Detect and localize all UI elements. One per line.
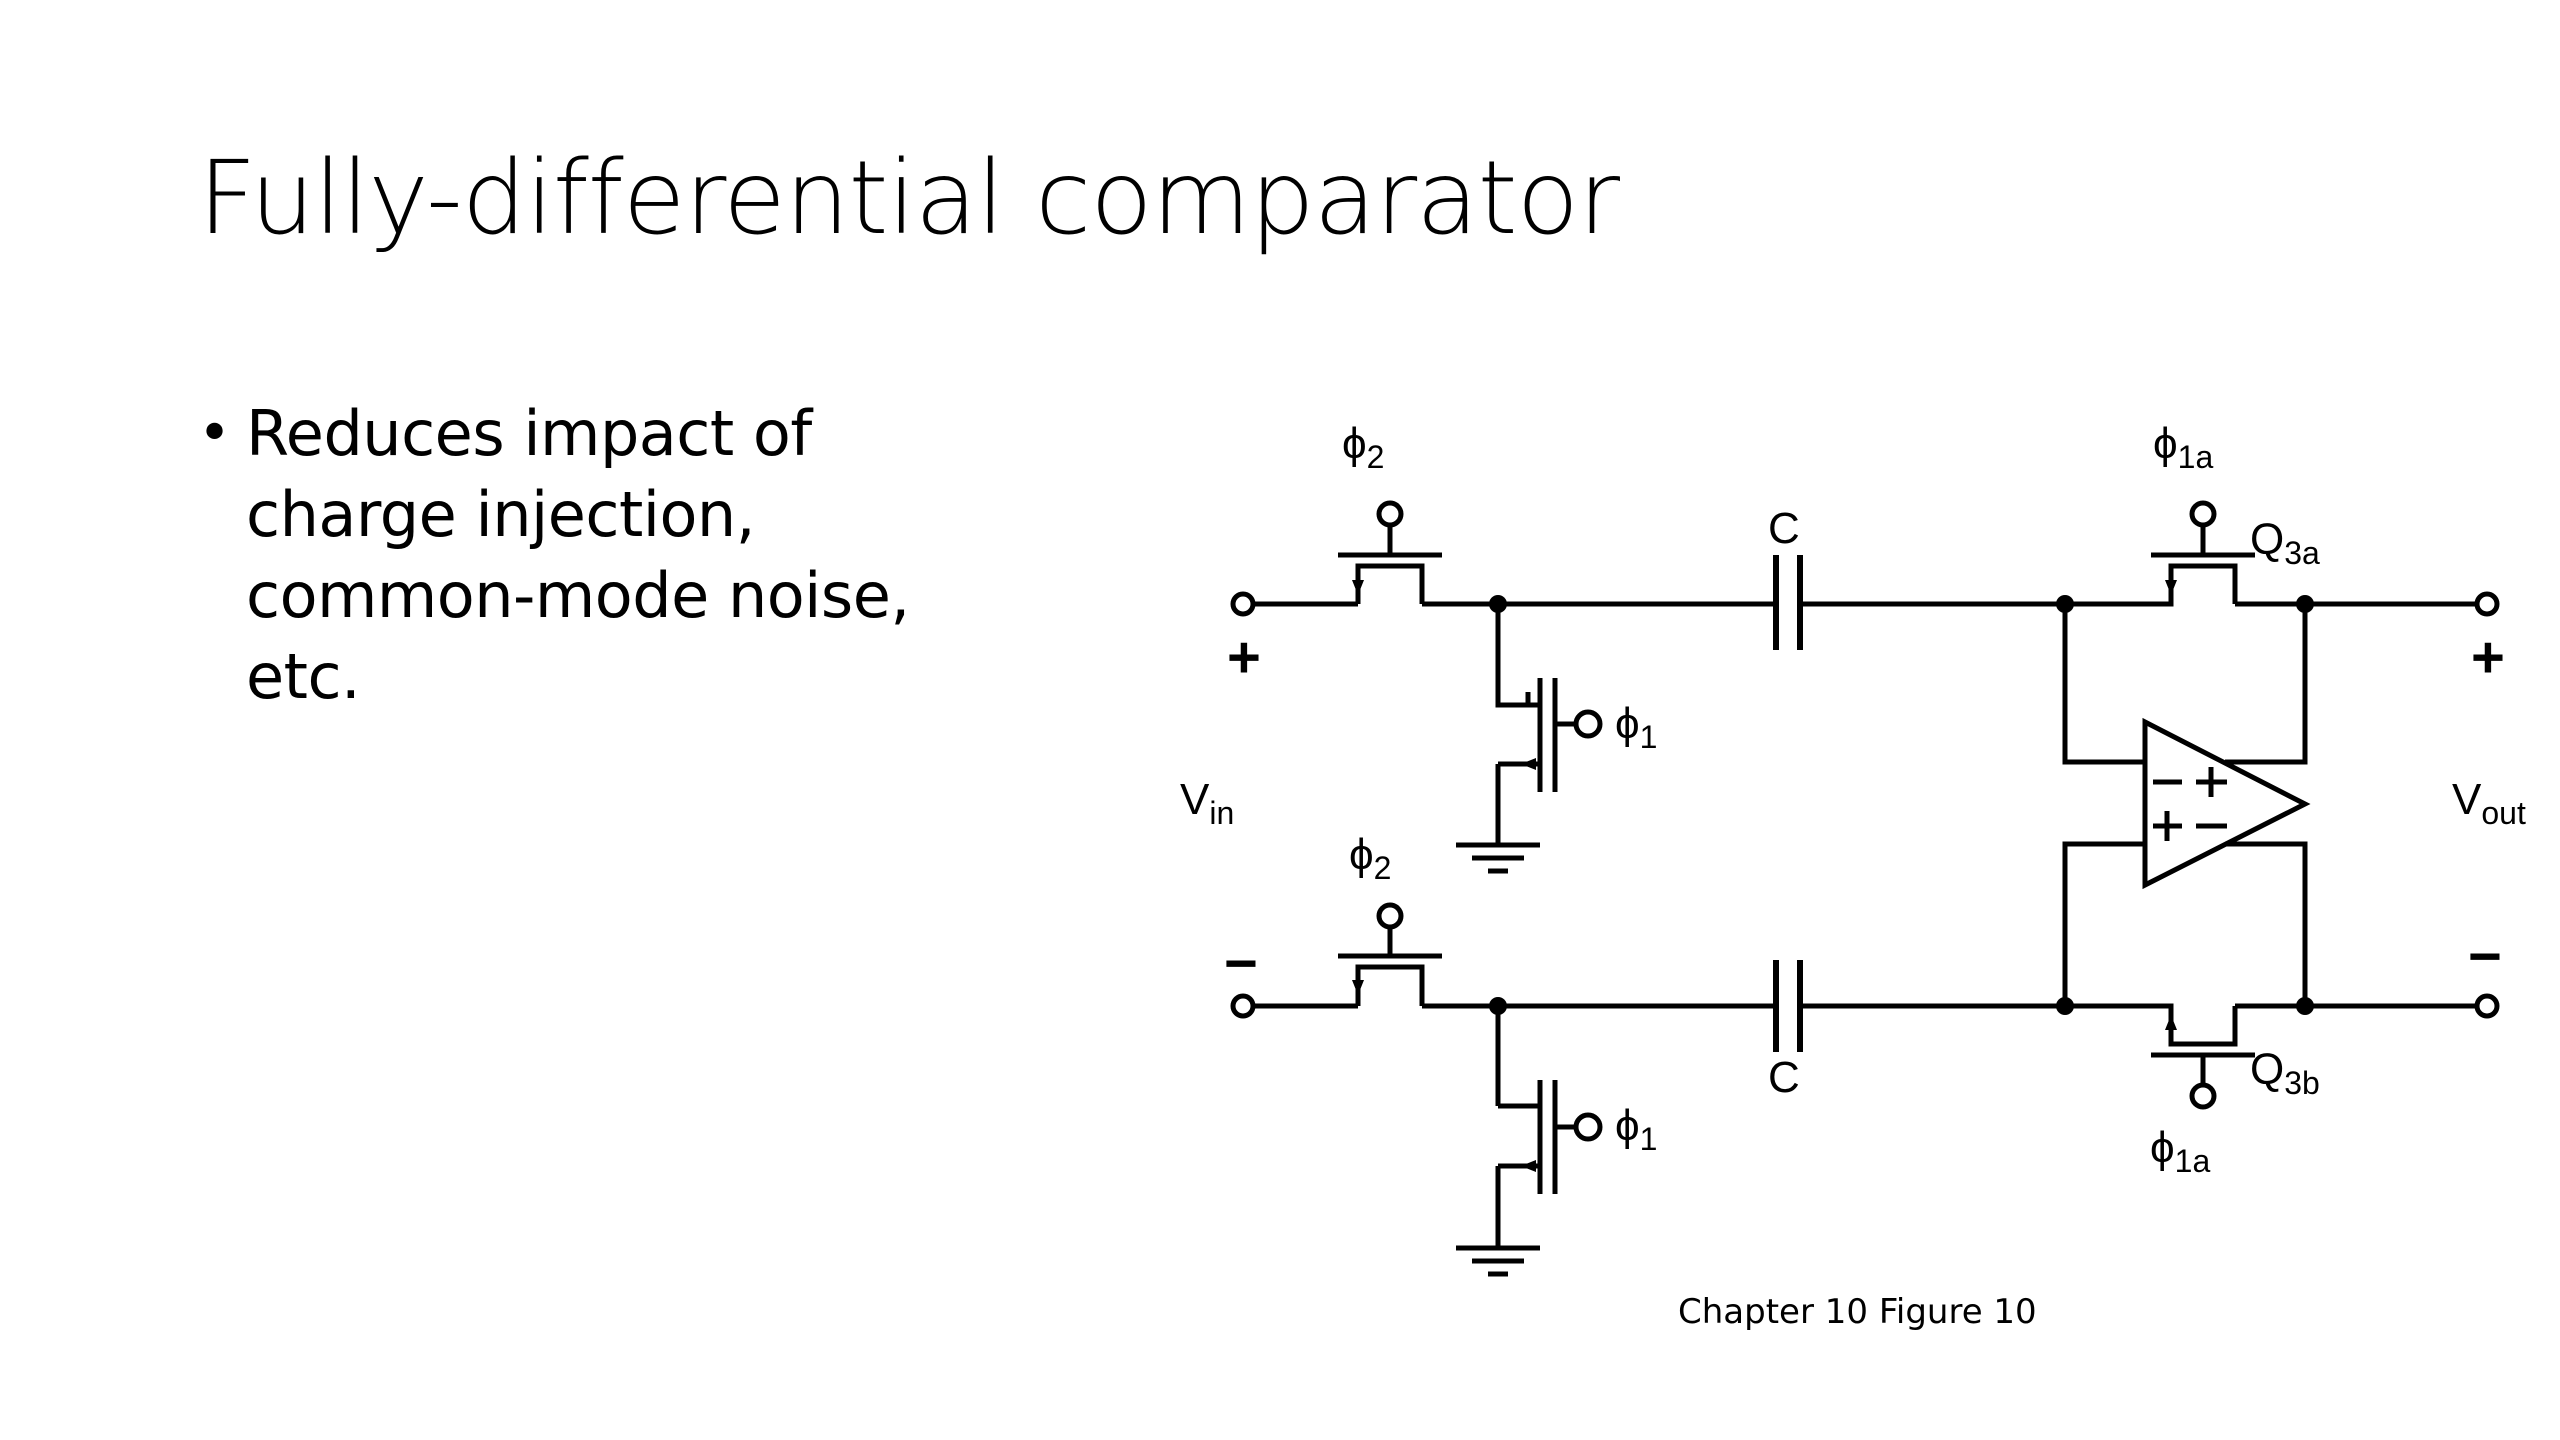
arrow-phi2-bottom	[1352, 980, 1364, 995]
label-q3b: Q3b	[2250, 1045, 2320, 1101]
q3a-switch	[2100, 500, 2255, 607]
label-phi1a-top: ϕ1a	[2153, 419, 2213, 475]
junction-dot	[1489, 997, 1507, 1015]
phi1-switch-bottom	[1495, 1006, 1603, 1248]
arrow-phi1-bottom	[1521, 1160, 1536, 1172]
label-input-plus: +	[1227, 625, 1261, 690]
slide-title: Fully-differential comparator	[198, 139, 1620, 258]
bullet-dot: •	[198, 401, 231, 466]
bottom-signal-path	[1230, 902, 2500, 1110]
phi2-switch-bottom	[1338, 902, 1442, 1006]
label-q3a: Q3a	[2250, 515, 2320, 571]
arrow-phi2-top	[1352, 580, 1364, 595]
q3b-switch	[2100, 1003, 2255, 1110]
ground-bottom	[1456, 1245, 1540, 1277]
label-cap-bottom: C	[1768, 1053, 1800, 1102]
bullet-list: • Reduces impact of charge injection, co…	[198, 393, 998, 717]
output-terminal-plus	[2474, 591, 2500, 617]
label-output-minus: −	[2468, 924, 2502, 989]
top-signal-path	[1230, 500, 2500, 650]
label-input-minus: −	[1224, 931, 1258, 996]
junction-dot	[2296, 595, 2314, 613]
junction-dot	[2296, 997, 2314, 1015]
label-phi1-bottom: ϕ1	[1615, 1101, 1657, 1157]
capacitor-top	[1773, 555, 1803, 650]
arrow-q3b	[2165, 1015, 2177, 1030]
junction-dot	[2056, 997, 2074, 1015]
bullet-line: charge injection,	[246, 478, 755, 551]
bullet-item: • Reduces impact of charge injection, co…	[198, 393, 998, 717]
label-phi2-top: ϕ2	[1342, 419, 1384, 475]
output-terminal-minus	[2474, 993, 2500, 1019]
label-vin: Vin	[1180, 775, 1234, 831]
arrow-phi1-top	[1521, 758, 1536, 770]
bullet-line: common-mode noise,	[246, 559, 910, 632]
arrow-q3a	[2165, 580, 2177, 595]
capacitor-bottom	[1773, 960, 1803, 1052]
phi2-switch-top	[1338, 500, 1442, 604]
label-phi1-top: ϕ1	[1615, 699, 1657, 755]
bullet-line: Reduces impact of	[246, 397, 812, 470]
label-phi2-bottom: ϕ2	[1349, 830, 1391, 886]
junction-dot	[2056, 595, 2074, 613]
opamp	[2062, 604, 2311, 1006]
label-vout: Vout	[2452, 775, 2526, 831]
figure-caption: Chapter 10 Figure 10	[1678, 1292, 2037, 1332]
input-terminal-minus	[1230, 993, 1256, 1019]
label-phi1a-bottom: ϕ1a	[2150, 1123, 2210, 1179]
ground-top	[1456, 842, 1540, 874]
input-terminal-plus	[1230, 591, 1256, 617]
junction-dot	[1489, 595, 1507, 613]
bullet-line: etc.	[246, 640, 361, 713]
phi1-switch-top	[1495, 604, 1603, 845]
label-output-plus: +	[2471, 625, 2505, 690]
label-cap-top: C	[1768, 504, 1800, 553]
